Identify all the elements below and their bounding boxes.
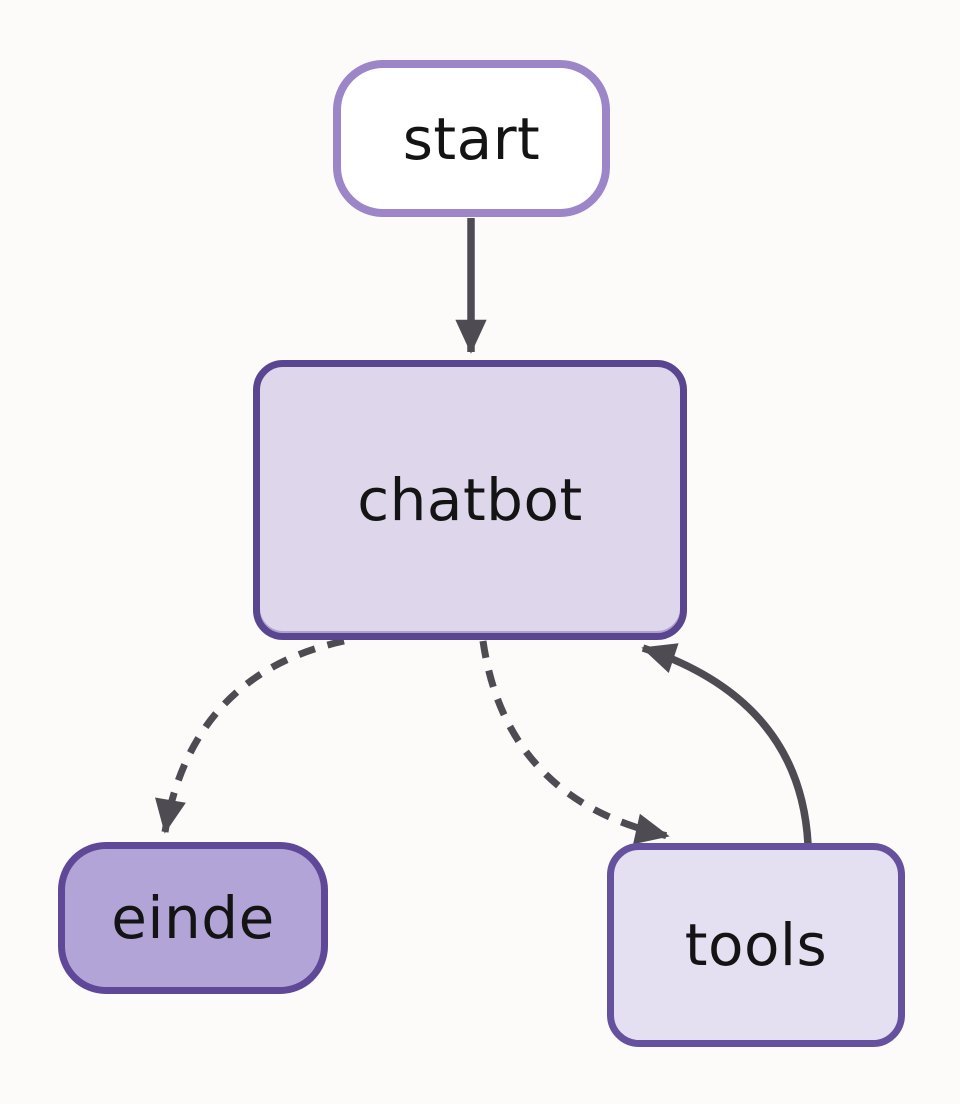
node-tools: tools [607,843,905,1047]
node-start-label: start [402,104,541,173]
node-chatbot: chatbot [253,360,687,640]
node-tools-label: tools [684,911,828,979]
edge-chatbot-to-tools [479,640,670,845]
edge-chatbot-to-einde [155,637,345,834]
node-einde: einde [58,842,328,994]
node-einde-label: einde [111,884,275,952]
edge-tools-to-chatbot [641,643,812,845]
node-chatbot-label: chatbot [357,466,583,534]
node-start: start [333,60,610,217]
